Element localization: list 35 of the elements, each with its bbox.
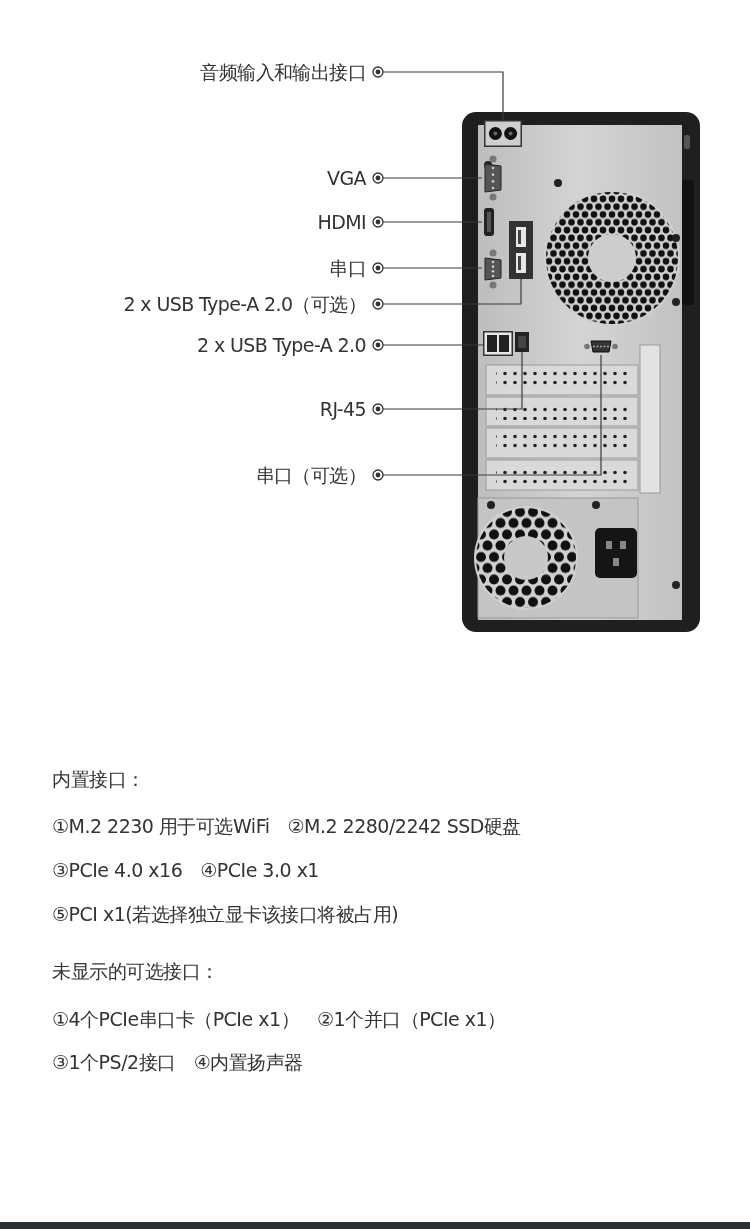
port-label: 2 x USB Type-A 2.0 xyxy=(197,331,378,359)
port-label: VGA xyxy=(327,164,378,192)
leader-line xyxy=(372,278,522,310)
port-label: RJ-45 xyxy=(319,395,378,423)
list-item: ①M.2 2230 用于可选WiFi xyxy=(52,814,270,839)
leader-line xyxy=(372,216,483,228)
section-heading: ⑤PCI x1(若选择独立显卡该接口将被占用) xyxy=(52,902,399,927)
port-label: HDMI xyxy=(317,208,378,236)
leader-line xyxy=(372,262,483,274)
section-heading: 内置接口： xyxy=(52,767,145,792)
ethernet-port xyxy=(515,332,529,352)
port-label: 串口 xyxy=(329,254,378,282)
leader-line xyxy=(372,339,484,351)
list-item: ③1个PS/2接口 xyxy=(52,1050,176,1075)
list-item: ③PCIe 4.0 x16 xyxy=(52,858,183,883)
audio-jack-pair xyxy=(484,120,522,147)
leader-line xyxy=(372,172,483,184)
list-item: ④PCIe 3.0 x1 xyxy=(200,858,319,883)
port-label: 音频输入和输出接口 xyxy=(200,58,378,86)
hdmi-port xyxy=(482,207,496,237)
port-label: 2 x USB Type-A 2.0（可选） xyxy=(123,290,378,318)
vga-port xyxy=(482,155,504,201)
list-item: ②1个并口（PCIe x1） xyxy=(317,1007,506,1032)
leader-line xyxy=(372,354,602,481)
leader-line xyxy=(372,351,523,415)
port-label: 串口（可选） xyxy=(255,461,378,489)
list-item: ②M.2 2280/2242 SSD硬盘 xyxy=(287,814,521,839)
serial-port xyxy=(482,249,504,289)
usb-port-pair xyxy=(509,221,533,279)
serial-port xyxy=(584,338,618,355)
section-heading: 未显示的可选接口： xyxy=(52,959,219,984)
list-item: ④内置扬声器 xyxy=(193,1050,303,1075)
leader-line xyxy=(372,66,504,121)
usb-port-pair xyxy=(483,331,513,356)
list-item: ①4个PCIe串口卡（PCIe x1） xyxy=(52,1007,300,1032)
